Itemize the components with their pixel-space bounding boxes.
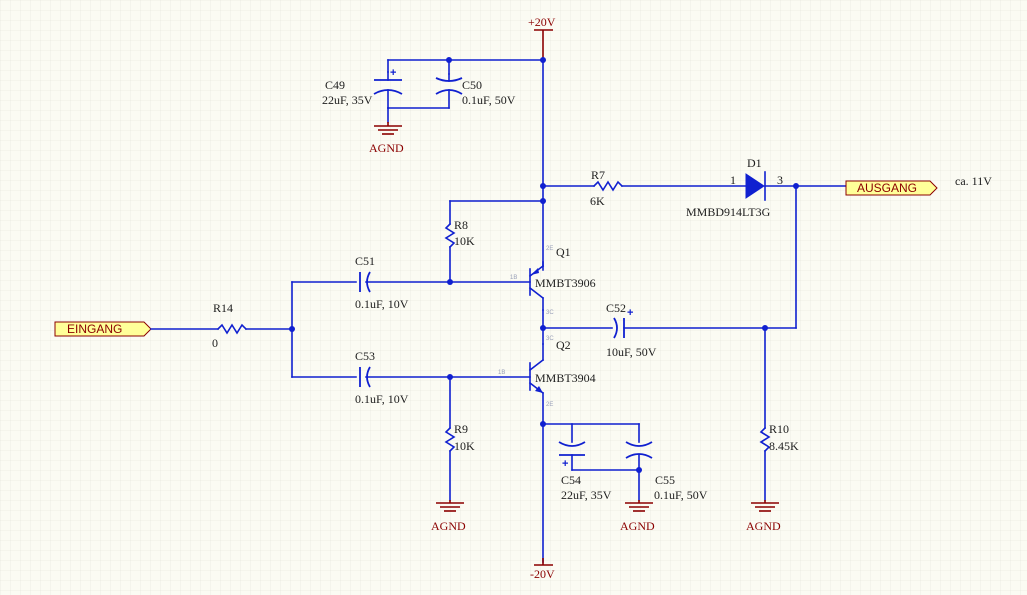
junction — [540, 183, 546, 189]
svg-text:+: + — [627, 307, 633, 319]
c54-value: 22uF, 35V — [561, 488, 612, 502]
q1-pin-c: 3C — [546, 310, 554, 316]
c50-value: 0.1uF, 50V — [462, 93, 516, 107]
r14-ref: R14 — [213, 301, 233, 315]
junction — [540, 57, 546, 63]
junction — [446, 57, 452, 63]
c51-ref: C51 — [355, 254, 375, 268]
svg-text:+: + — [562, 458, 568, 470]
q2-pin-e: 2E — [546, 402, 553, 408]
q2-pin-b: 1B — [498, 370, 505, 376]
output-port-label: AUSGANG — [857, 181, 917, 195]
power-vpos[interactable]: +20V — [528, 15, 556, 60]
svg-text:+: + — [390, 67, 396, 79]
q1-ref: Q1 — [556, 245, 571, 259]
junction — [636, 467, 642, 473]
r8-value: 10K — [454, 234, 475, 248]
r8-ref: R8 — [454, 218, 468, 232]
ground-symbol[interactable]: AGND — [620, 500, 655, 533]
ground-label: AGND — [431, 519, 466, 533]
junction — [447, 279, 453, 285]
r9-ref: R9 — [454, 422, 468, 436]
resistor-r7[interactable] — [592, 180, 624, 192]
ground-symbol[interactable]: AGND — [431, 500, 466, 533]
input-port-label: EINGANG — [67, 322, 122, 336]
r10-value: 8.45K — [769, 439, 799, 453]
resistor-r8[interactable] — [444, 222, 456, 249]
power-vneg[interactable]: -20V — [530, 558, 555, 581]
output-port-ausgang[interactable]: AUSGANG — [845, 180, 938, 196]
ground-label: AGND — [746, 519, 781, 533]
resistor-r14[interactable] — [216, 323, 248, 335]
q1-pin-e: 2E — [546, 246, 553, 252]
q1-pin-b: 1B — [510, 275, 517, 281]
c55-value: 0.1uF, 50V — [654, 488, 708, 502]
resistor-r10[interactable] — [759, 426, 771, 453]
c51-value: 0.1uF, 10V — [355, 297, 409, 311]
d1-ref: D1 — [747, 156, 762, 170]
ground-label: AGND — [620, 519, 655, 533]
ground-label: AGND — [369, 141, 404, 155]
c55-ref: C55 — [655, 473, 675, 487]
c52-value: 10uF, 50V — [606, 345, 657, 359]
r7-ref: R7 — [591, 168, 605, 182]
transistor-q1[interactable] — [528, 261, 545, 311]
d1-part: MMBD914LT3G — [686, 205, 771, 219]
r14-value: 0 — [212, 336, 218, 350]
q2-pin-c: 3C — [546, 336, 554, 342]
d1-pin1: 1 — [730, 173, 736, 187]
input-port-eingang[interactable]: EINGANG — [54, 321, 152, 337]
q2-part: MMBT3904 — [535, 371, 596, 385]
c50-ref: C50 — [462, 78, 482, 92]
capacitor-c49[interactable]: + — [373, 67, 403, 109]
q2-ref: Q2 — [556, 338, 571, 352]
c53-ref: C53 — [355, 349, 375, 363]
capacitor-c55[interactable] — [625, 441, 653, 459]
c53-value: 0.1uF, 10V — [355, 392, 409, 406]
d1-pin3: 3 — [777, 173, 783, 187]
r10-ref: R10 — [769, 422, 789, 436]
power-vpos-label: +20V — [528, 15, 556, 29]
r9-value: 10K — [454, 439, 475, 453]
output-voltage-note: ca. 11V — [955, 174, 992, 188]
junction — [540, 198, 546, 204]
q1-part: MMBT3906 — [535, 276, 596, 290]
junction — [289, 326, 295, 332]
ground-symbol[interactable]: AGND — [746, 500, 781, 533]
resistor-r9[interactable] — [444, 426, 456, 453]
c52-ref: C52 — [606, 301, 626, 315]
power-vneg-label: -20V — [530, 567, 555, 581]
capacitor-c50[interactable] — [435, 73, 463, 109]
c54-ref: C54 — [561, 473, 581, 487]
c49-ref: C49 — [325, 78, 345, 92]
c49-value: 22uF, 35V — [322, 93, 373, 107]
r7-value: 6K — [590, 194, 605, 208]
ground-symbol[interactable]: AGND — [369, 122, 404, 155]
